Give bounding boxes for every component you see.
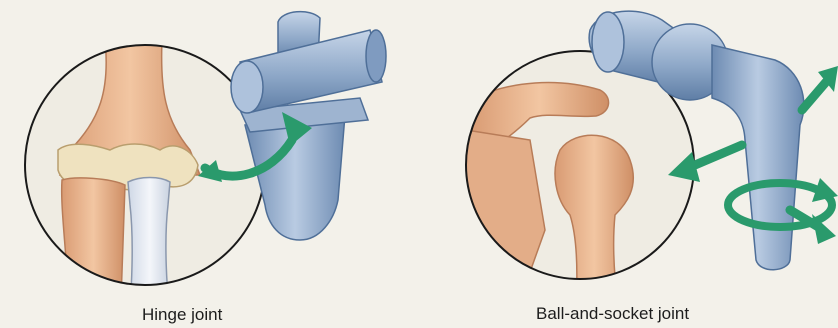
- ball-and-socket-joint-illustration: [466, 11, 838, 320]
- ball-socket-inset: [466, 51, 694, 320]
- hinge-inset: [25, 40, 265, 328]
- hinge-joint-illustration: [25, 12, 386, 328]
- ball-and-socket-joint-caption: Ball-and-socket joint: [536, 304, 689, 324]
- hinge-joint-caption: Hinge joint: [142, 305, 222, 325]
